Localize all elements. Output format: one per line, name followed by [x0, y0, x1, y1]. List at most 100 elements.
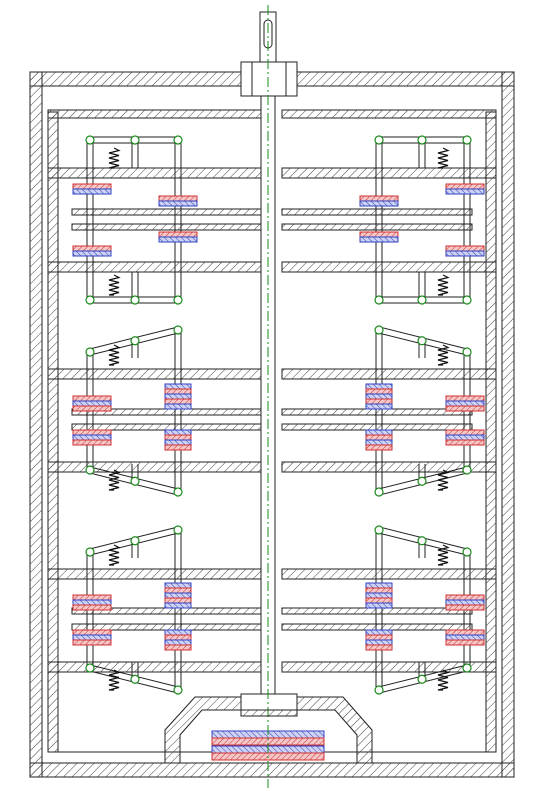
s0-pad-L-2-layer-0	[158, 195, 198, 202]
fixed-plate-left-4	[47, 568, 263, 580]
pivot-joint-14	[173, 325, 183, 335]
pivots	[85, 135, 472, 695]
s2-inner-lower-L-layer-3	[164, 644, 192, 651]
s1-outer-upper-L-layer-0	[72, 395, 112, 402]
s1-inner-lower-L-layer-2	[164, 439, 192, 446]
fixed-plate-right-0	[281, 167, 497, 179]
s0-pad-L-2-layer-1	[158, 200, 198, 207]
top-bearing-housing	[240, 61, 298, 97]
pivot-joint-18	[462, 347, 472, 357]
s0-pad-L-0-layer-1	[72, 188, 112, 195]
fixed-plate-left-3	[47, 461, 263, 473]
pressure-plate-right-0	[281, 208, 473, 216]
s1-inner-upper-R-layer-3	[365, 398, 393, 405]
pressure-plate-left-3	[71, 423, 263, 431]
spring-bottom-R-2	[437, 669, 450, 691]
pivot-joint-28	[130, 674, 140, 684]
pressure-plate-right-3	[281, 423, 473, 431]
s0-pad-R-0-layer-0	[445, 183, 485, 190]
s0-pad-R-3-layer-0	[359, 231, 399, 238]
pivot-joint-20	[374, 325, 384, 335]
s0-pad-L-0-layer-0	[72, 183, 112, 190]
pivot-joint-13	[130, 336, 140, 346]
s1-outer-lower-L-layer-1	[72, 434, 112, 441]
s1-outer-upper-R-layer-0	[445, 395, 485, 402]
s1-inner-lower-R-layer-0	[365, 429, 393, 436]
s1-outer-lower-L-layer-2	[72, 439, 112, 446]
s0-pad-R-3-layer-1	[359, 236, 399, 243]
s1-inner-upper-R-layer-4	[365, 403, 393, 410]
s1-inner-upper-L-layer-0	[164, 383, 192, 390]
s2-inner-lower-R-layer-2	[365, 639, 393, 646]
pivot-joint-17	[173, 487, 183, 497]
springs	[108, 147, 450, 691]
s1-inner-lower-L-layer-0	[164, 429, 192, 436]
pivot-joint-22	[417, 476, 427, 486]
pivot-joint-10	[417, 295, 427, 305]
s0-pad-R-1-layer-0	[445, 245, 485, 252]
fixed-plate-left-0	[47, 167, 263, 179]
inner-frame-left	[47, 111, 59, 753]
s1-inner-lower-L-layer-1	[164, 434, 192, 441]
central-shaft	[240, 5, 298, 788]
housing	[29, 71, 515, 778]
s2-inner-lower-R-layer-0	[365, 629, 393, 636]
s2-outer-lower-L-layer-0	[72, 629, 112, 636]
pressure-plate-right-5	[281, 623, 473, 631]
spring-bottom-L-1	[108, 469, 121, 491]
s2-outer-upper-L-layer-0	[72, 594, 112, 601]
s2-inner-lower-L-layer-1	[164, 634, 192, 641]
pivot-joint-6	[462, 135, 472, 145]
s1-inner-lower-L-layer-3	[164, 444, 192, 451]
pressure-plate-left-5	[71, 623, 263, 631]
s2-outer-upper-L-layer-2	[72, 604, 112, 611]
spring-bottom-L-0	[108, 274, 121, 296]
s2-outer-upper-R-layer-1	[445, 599, 485, 606]
pivot-joint-29	[173, 685, 183, 695]
s1-inner-upper-R-layer-1	[365, 388, 393, 395]
fixed-plate-right-5	[281, 661, 497, 673]
s2-inner-upper-R-layer-3	[365, 597, 393, 604]
friction-pads	[72, 183, 485, 761]
s1-inner-upper-L-layer-1	[164, 388, 192, 395]
pivot-joint-32	[374, 525, 384, 535]
inner-frame-right	[485, 111, 497, 753]
housing-left-wall	[29, 71, 43, 778]
s0-pad-R-2-layer-0	[359, 195, 399, 202]
s2-outer-lower-R-layer-0	[445, 629, 485, 636]
s0-pad-L-1-layer-0	[72, 245, 112, 252]
s1-outer-upper-L-layer-2	[72, 405, 112, 412]
s2-outer-lower-R-layer-2	[445, 639, 485, 646]
fixed-plate-left-1	[47, 261, 263, 273]
s2-inner-lower-R-layer-1	[365, 634, 393, 641]
pivot-joint-7	[417, 135, 427, 145]
pivot-joint-23	[374, 487, 384, 497]
s0-pad-R-1-layer-1	[445, 250, 485, 257]
pivot-joint-9	[462, 295, 472, 305]
s2-inner-lower-R-layer-3	[365, 644, 393, 651]
pivot-joint-33	[462, 663, 472, 673]
housing-bottom-wall	[29, 762, 515, 778]
s0-pad-L-3-layer-0	[158, 231, 198, 238]
s2-outer-lower-R-layer-1	[445, 634, 485, 641]
pivot-joint-34	[417, 674, 427, 684]
spring-bottom-R-0	[437, 274, 450, 296]
base-assembly	[164, 696, 373, 764]
s0-pad-L-1-layer-1	[72, 250, 112, 257]
s2-inner-upper-L-layer-1	[164, 587, 192, 594]
s2-inner-upper-R-layer-4	[365, 602, 393, 609]
s2-inner-upper-R-layer-2	[365, 592, 393, 599]
pressure-plate-right-1	[281, 223, 473, 231]
s2-inner-upper-L-layer-0	[164, 582, 192, 589]
spring-top-R-2	[437, 544, 450, 566]
base-cover	[164, 696, 373, 764]
inner-frame-top-left	[47, 109, 263, 119]
spring-top-R-0	[437, 147, 450, 169]
pivot-joint-4	[130, 295, 140, 305]
s2-outer-upper-R-layer-2	[445, 604, 485, 611]
pivot-joint-24	[85, 547, 95, 557]
pivot-joint-8	[374, 135, 384, 145]
s2-inner-upper-L-layer-3	[164, 597, 192, 604]
